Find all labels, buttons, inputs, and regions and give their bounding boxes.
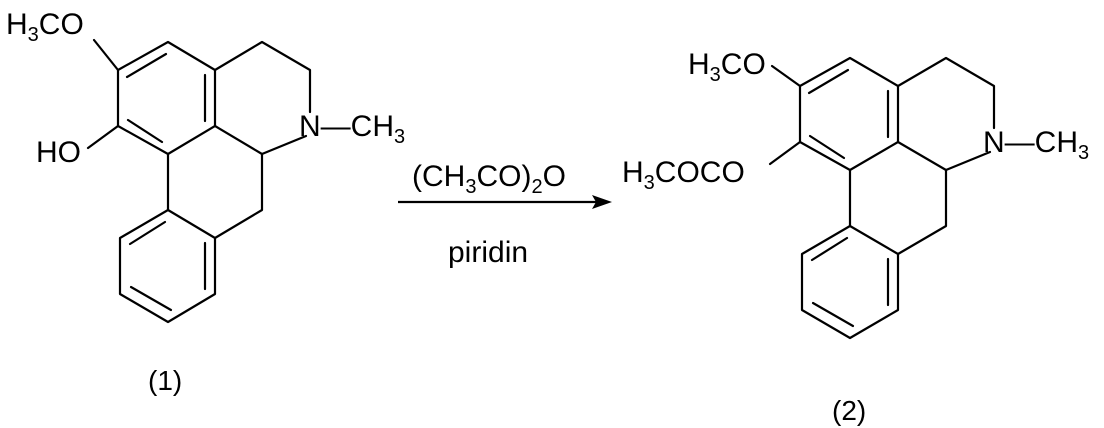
reaction-arrow [398,195,612,209]
product-ring-d-double-2 [811,301,855,328]
reactant-hydroxy-label: HO [36,136,81,169]
reactant-methoxy-label: H3CO [6,8,84,46]
product-ring-d-double-3 [810,236,849,262]
product-structure [768,56,996,340]
reactant-amine-label: N—CH3 [299,110,405,148]
reactant-structure [86,38,312,324]
reactant-ring-b-bond [213,124,264,156]
product-compound-label: (2) [832,395,866,426]
reactant-ring-d-double-3 [128,220,167,246]
reagent-label: (CH3CO)2O [412,160,566,198]
reactant-ring-c [213,152,264,240]
reactant-compound-label: (1) [148,365,182,396]
arrow-head [592,195,612,209]
product-acetoxy-bond [768,140,802,166]
reactant-ring-a-double-1 [125,52,168,79]
reactant-n-bond-1 [260,134,308,156]
product-methoxy-label: H3CO [688,48,766,86]
product-acetoxy-label: H3COCO [622,156,745,194]
product-ring-a-double-1 [807,68,850,95]
product-methoxy-bond [770,64,802,88]
product-ring-c [896,168,948,256]
product-ring-a [798,56,900,172]
product-ring-b-bond [896,140,948,172]
reactant-ring-d [118,208,217,324]
product-n-bond-1 [944,150,992,172]
product-ring-a-double-3 [808,134,846,160]
reactant-methoxy-bond [92,38,120,72]
reactant-ring-a [116,40,217,156]
product-amine-label: N—CH3 [983,126,1089,164]
reactant-ring-d-double-2 [129,285,173,312]
product-ring-d [800,224,900,340]
product-ring-b [896,56,996,130]
solvent-label: piridin [448,236,528,269]
reactant-ring-a-double-3 [126,118,164,144]
reactant-hydroxy-bond [86,124,120,150]
reactant-ring-b [213,40,312,114]
